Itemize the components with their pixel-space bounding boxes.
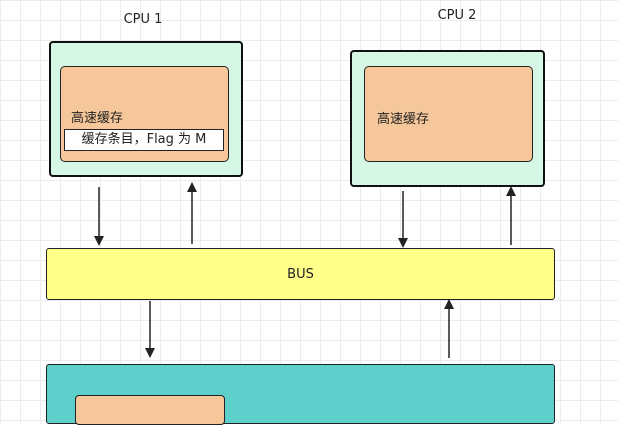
- cpu2-cache: 高速缓存: [364, 66, 533, 162]
- cpu2-title: CPU 2: [437, 8, 477, 23]
- cpu1-box: 高速缓存 缓存条目，Flag 为 M: [49, 41, 243, 177]
- bus-label: BUS: [287, 266, 314, 282]
- bus-bar: BUS: [46, 248, 555, 300]
- cpu1-cache: 高速缓存 缓存条目，Flag 为 M: [60, 66, 229, 162]
- cpu2-box: 高速缓存: [350, 50, 545, 187]
- cpu1-cache-entry: 缓存条目，Flag 为 M: [64, 129, 224, 151]
- cpu1-title: CPU 1: [123, 12, 163, 27]
- cpu1-cache-label: 高速缓存: [71, 111, 124, 126]
- cpu2-cache-label: 高速缓存: [377, 112, 430, 127]
- connection-arrows: [94, 182, 516, 358]
